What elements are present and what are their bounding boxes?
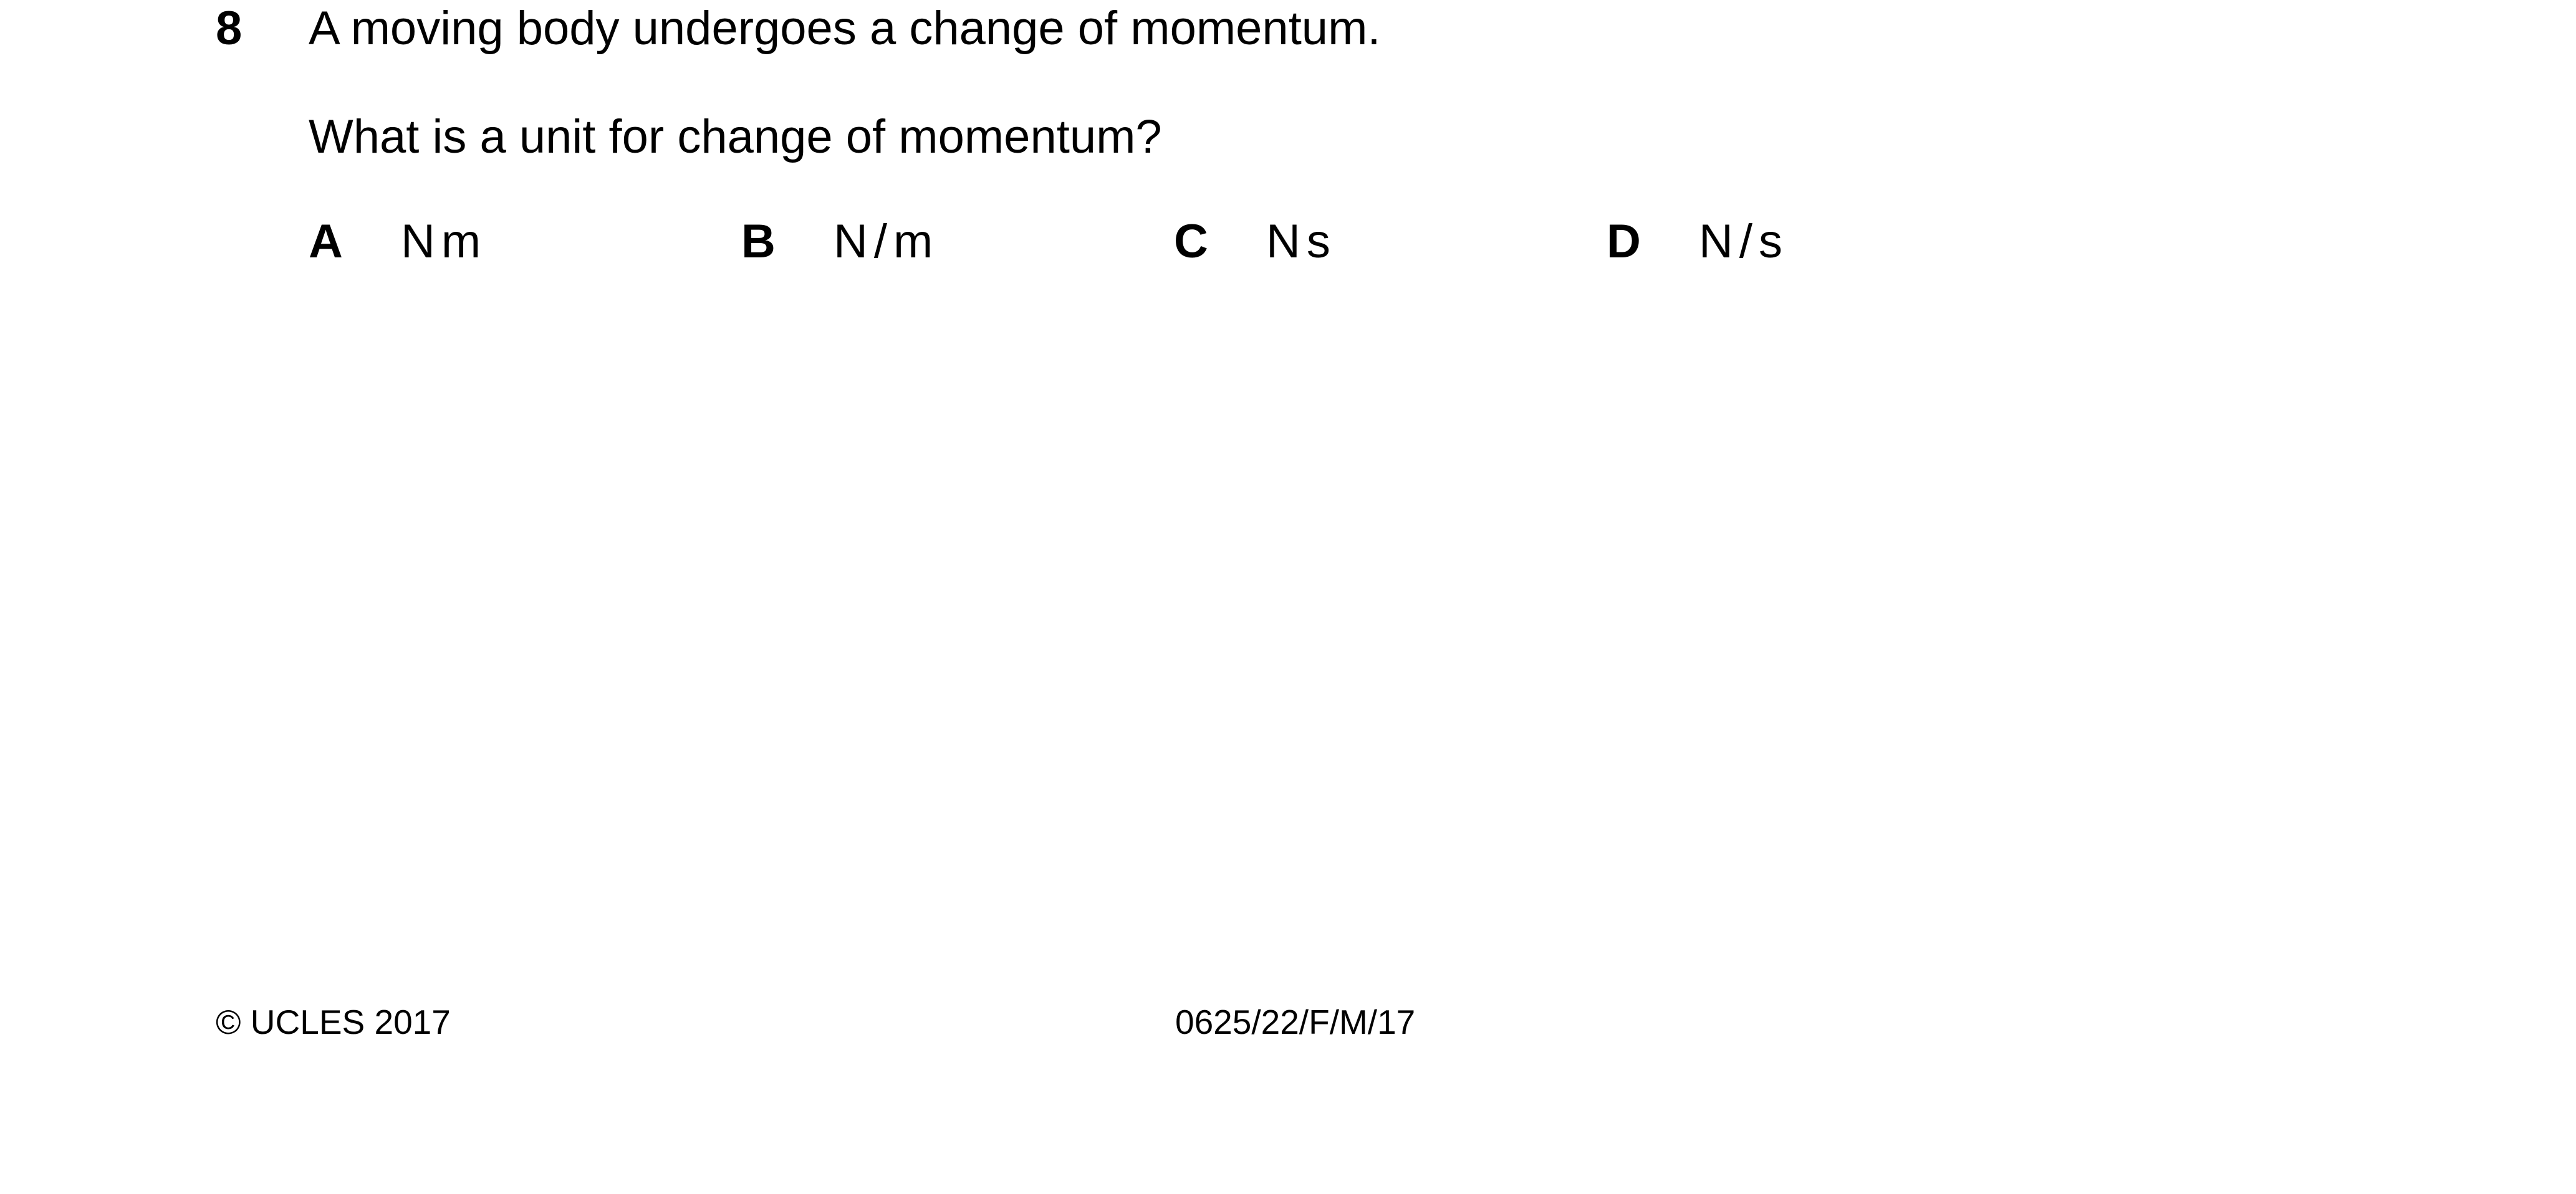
option-letter: A (309, 215, 343, 268)
option-text: Nm (401, 215, 488, 268)
question-prompt: What is a unit for change of momentum? (309, 110, 1162, 163)
copyright-notice: © UCLES 2017 (216, 1003, 451, 1041)
option-text: N/s (1699, 215, 1789, 268)
option-letter: B (741, 215, 776, 268)
option-letter: D (1607, 215, 1641, 268)
option-text: Ns (1266, 215, 1337, 268)
question-stem: A moving body undergoes a change of mome… (309, 2, 1381, 55)
question-number: 8 (216, 2, 243, 55)
option-text: N/m (834, 215, 940, 268)
option-letter: C (1174, 215, 1208, 268)
paper-code: 0625/22/F/M/17 (1175, 1003, 1416, 1041)
